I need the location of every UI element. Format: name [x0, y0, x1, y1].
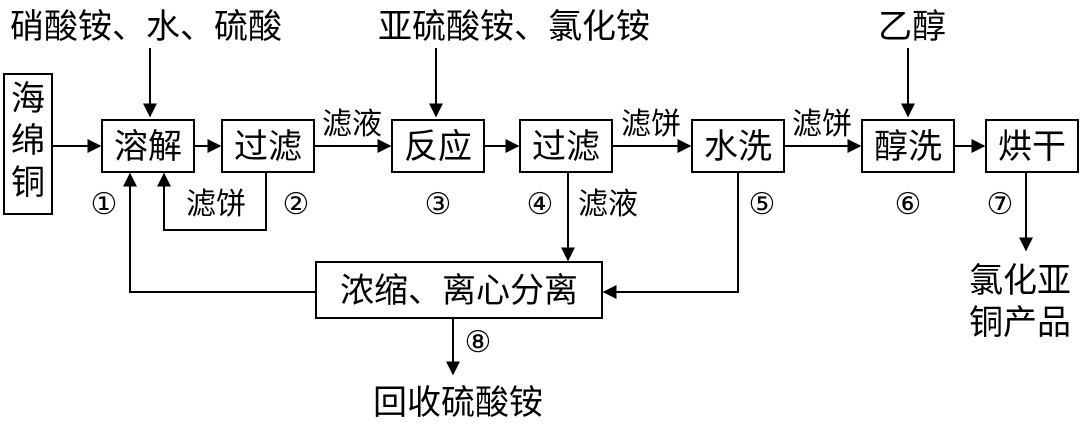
box-sponge-copper: [3, 73, 53, 215]
box-filter-2-label: 过滤: [532, 127, 600, 167]
box-react: [391, 119, 485, 173]
box-dissolve: [101, 119, 195, 173]
box-sponge-copper-char-3: 铜: [11, 163, 45, 203]
step-number-7: ⑦: [987, 187, 1014, 222]
output-product-line-1: 氯化亚: [969, 261, 1071, 301]
step-number-2: ②: [283, 187, 310, 222]
output-product-line-2: 铜产品: [969, 303, 1071, 343]
input-react-reagents: 亚硫酸铵、氯化铵: [378, 7, 650, 47]
box-sponge-copper-char-1: 海: [11, 79, 45, 119]
arrow-wash-to-concentrate: [602, 172, 739, 299]
label-cake-2: 滤饼: [792, 107, 852, 142]
box-dry: [985, 119, 1079, 173]
box-sponge-copper-char-2: 绵: [11, 121, 45, 161]
label-cake-return: 滤饼: [186, 187, 246, 222]
input-dissolve-reagents: 硝酸铵、水、硫酸: [10, 7, 282, 47]
label-filtrate-1: 滤液: [322, 107, 382, 142]
box-filter-2: [519, 119, 613, 173]
box-alcohol-wash-label: 醇洗: [874, 127, 942, 167]
output-recovered: 回收硫酸铵: [373, 383, 543, 423]
box-filter-1: [221, 119, 315, 173]
step-number-1: ①: [91, 187, 118, 222]
input-alcohol: 乙醇: [878, 7, 946, 47]
label-cake-1: 滤饼: [621, 107, 681, 142]
step-number-4: ④: [527, 187, 554, 222]
step-number-5: ⑤: [749, 187, 776, 222]
box-dry-label: 烘干: [998, 127, 1066, 167]
box-react-label: 反应: [404, 127, 472, 167]
arrow-recycle-to-dissolve: [123, 172, 316, 293]
box-concentrate-label: 浓缩、离心分离: [340, 271, 578, 311]
step-number-8: ⑧: [465, 325, 492, 360]
box-concentrate: [315, 261, 603, 319]
label-filtrate-2: 滤液: [578, 187, 638, 222]
step-number-6: ⑥: [895, 187, 922, 222]
box-wash-label: 水洗: [704, 127, 772, 167]
box-filter-1-label: 过滤: [234, 127, 302, 167]
box-dissolve-label: 溶解: [114, 127, 182, 167]
step-number-3: ③: [425, 187, 452, 222]
arrow-cake-return: [157, 172, 267, 231]
